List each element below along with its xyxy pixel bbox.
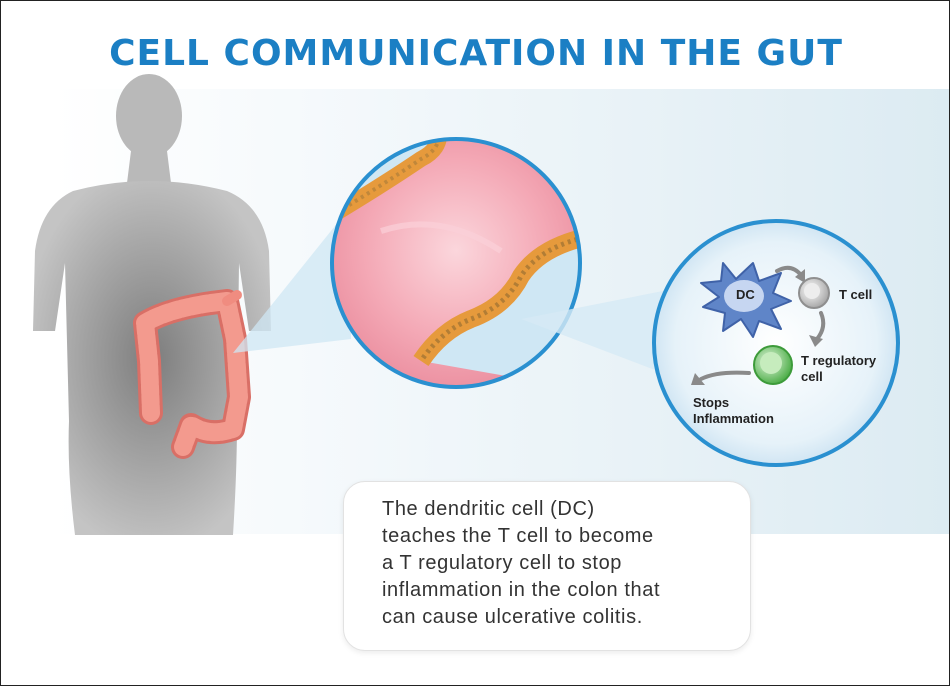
zoom-cone [233, 206, 351, 353]
dendritic-cell [700, 262, 792, 338]
colon [133, 289, 251, 459]
caption-line: teaches the T cell to become [382, 525, 654, 547]
colon-tissue-circle [330, 137, 582, 389]
stops-label-line2: Inflammation [693, 411, 774, 426]
caption-line: inflammation in the colon that [382, 579, 661, 601]
t-cell-label: T cell [839, 287, 873, 302]
page-title: CELL COMMUNICATION IN THE GUT [109, 33, 843, 74]
t-regulatory-label-line2: cell [801, 369, 823, 384]
t-regulatory-cell [753, 345, 793, 385]
t-regulatory-label-line1: T regulatory [801, 353, 877, 368]
zoom-cone-2 [521, 291, 663, 373]
caption-line: The dendritic cell (DC) [382, 498, 595, 520]
stops-label-line1: Stops [693, 395, 730, 410]
arrow-heads [691, 269, 823, 385]
t-cell [798, 277, 830, 309]
dc-label: DC [736, 287, 755, 302]
caption-line: a T regulatory cell to stop [382, 552, 623, 574]
process-arrows [699, 265, 826, 381]
caption-line: can cause ulcerative colitis. [382, 606, 643, 628]
caption-box: The dendritic cell (DC) teaches the T ce… [343, 481, 751, 651]
cell-interaction-circle [652, 219, 900, 467]
